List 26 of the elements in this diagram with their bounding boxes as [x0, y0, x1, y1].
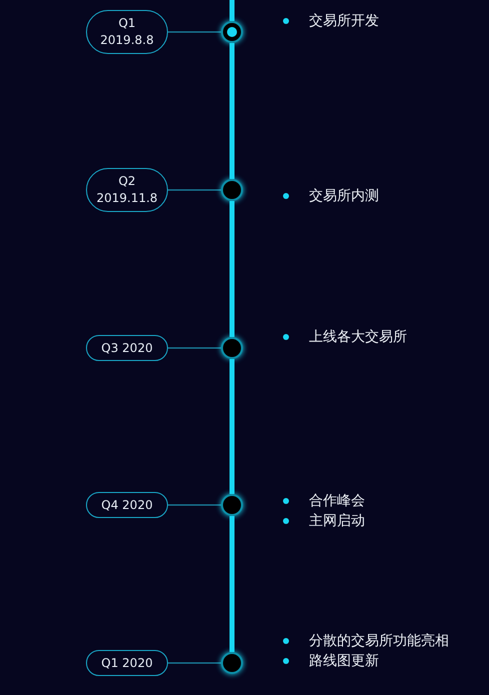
bullet-item: 交易所内测 — [283, 187, 379, 205]
date-pill: Q3 2020 — [86, 335, 168, 361]
connector-line — [168, 31, 221, 33]
bullet-item: 路线图更新 — [283, 652, 379, 670]
timeline-line — [230, 516, 234, 652]
connector-line — [168, 504, 221, 506]
date-pill: Q4 2020 — [86, 492, 168, 518]
bullet-item: 交易所开发 — [283, 12, 379, 30]
timeline-dot — [221, 337, 243, 359]
timeline-dot — [221, 494, 243, 516]
timeline-line — [230, 43, 234, 179]
connector-line — [168, 189, 221, 191]
bullet-item: 主网启动 — [283, 512, 365, 530]
bullet-item: 上线各大交易所 — [283, 328, 407, 346]
bullet-item: 分散的交易所功能亮相 — [283, 632, 449, 650]
timeline-dot — [221, 652, 243, 674]
bullet-item: 合作峰会 — [283, 492, 365, 510]
timeline-dot — [221, 21, 243, 43]
date-pill: Q2 2019.11.8 — [86, 168, 168, 212]
connector-line — [168, 347, 221, 349]
date-pill: Q1 2019.8.8 — [86, 10, 168, 54]
date-pill: Q1 2020 — [86, 650, 168, 676]
timeline-dot — [221, 179, 243, 201]
timeline-line — [230, 359, 234, 494]
connector-line — [168, 662, 221, 664]
timeline-line — [230, 201, 234, 337]
